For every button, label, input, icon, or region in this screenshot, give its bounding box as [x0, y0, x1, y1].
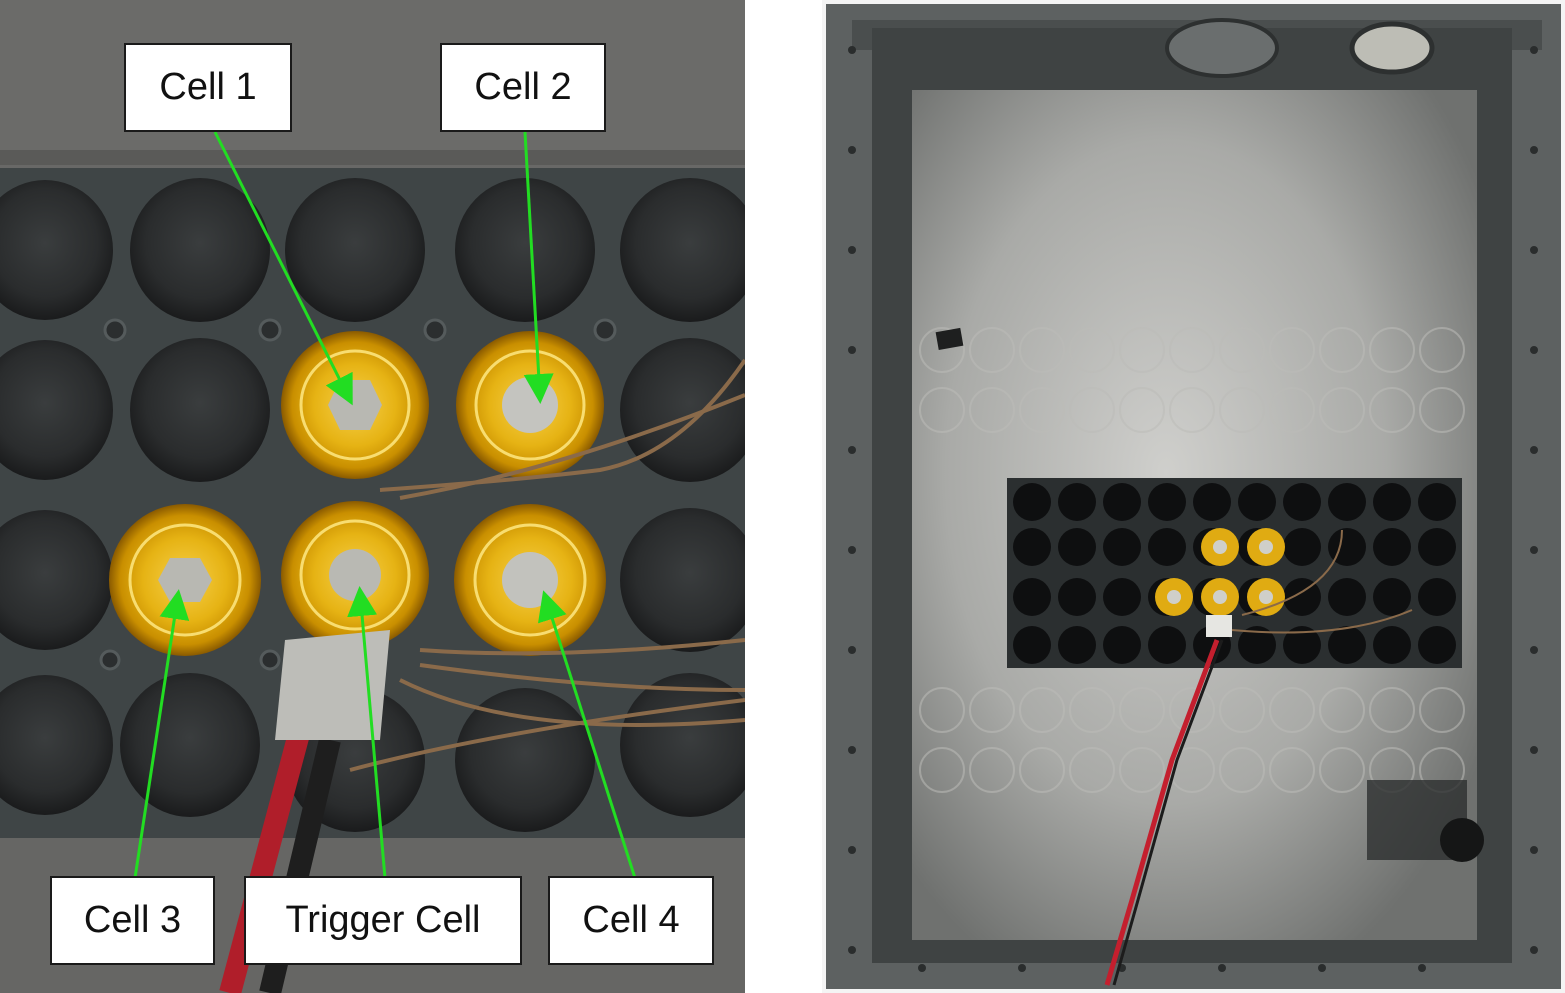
label-arrows: [133, 131, 637, 879]
empty-cell-holes: [0, 178, 745, 832]
thermocouple-wires: [349, 358, 745, 772]
right-cable: [1104, 529, 1413, 986]
arrow-cell-3: [133, 589, 190, 879]
perimeter-bolts: [848, 46, 1538, 972]
instrumented-cells-small: [1155, 528, 1285, 637]
arrow-trigger-cell: [347, 586, 387, 879]
label-cell-1: Cell 1: [124, 43, 292, 132]
cell-2-top: [456, 331, 604, 479]
arrow-cell-4: [538, 590, 637, 879]
cell-3-top: [109, 504, 261, 656]
arrow-cell-1: [213, 131, 353, 406]
arrow-cell-2: [523, 131, 554, 404]
cell-4-top: [454, 504, 606, 656]
trigger-cell-top: [281, 501, 429, 649]
label-cell-4: Cell 4: [548, 876, 714, 965]
right-photo-enclosure: [822, 0, 1565, 993]
label-trigger-cell: Trigger Cell: [244, 876, 522, 965]
enclosure-photo-image: [822, 0, 1565, 993]
label-cell-2: Cell 2: [440, 43, 606, 132]
cell-1-top: [281, 331, 429, 479]
left-photo-closeup: Cell 1 Cell 2 Cell 3 Trigger Cell Cell 4: [0, 0, 745, 993]
cell-module-block: [1007, 478, 1462, 668]
instrumented-cells: [109, 331, 606, 656]
label-cell-3: Cell 3: [50, 876, 215, 965]
closeup-photo-image: [0, 0, 745, 993]
